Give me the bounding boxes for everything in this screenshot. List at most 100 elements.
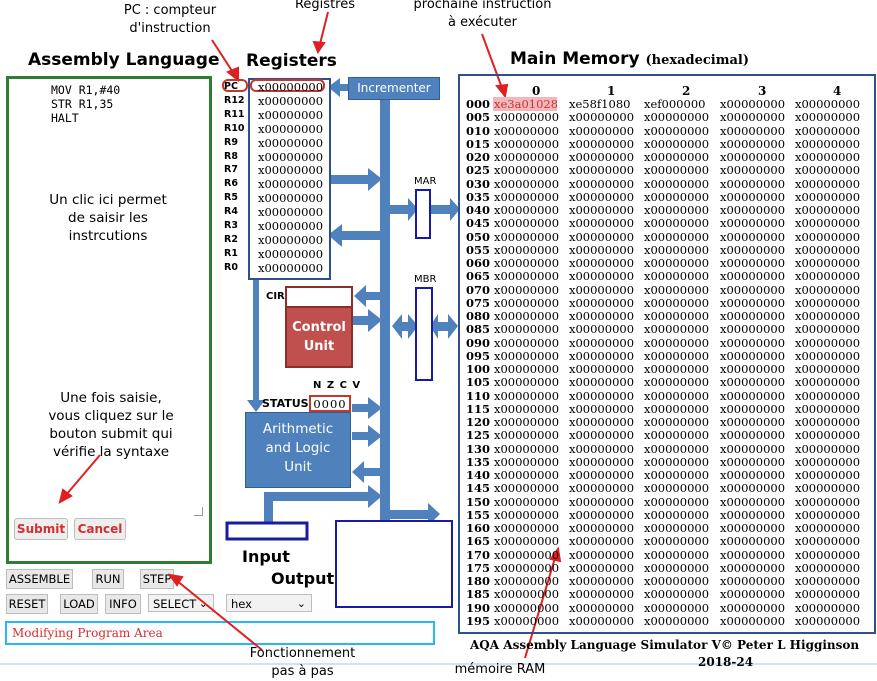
assemble-button[interactable]: ASSEMBLE [6, 569, 73, 589]
mar-box [415, 189, 431, 239]
memory-cell: x00000000 [644, 574, 710, 588]
register-label: R10 [224, 122, 245, 134]
memory-cell: x00000000 [644, 401, 710, 416]
input-label: Input [242, 547, 290, 566]
cancel-button[interactable]: Cancel [74, 518, 126, 540]
memory-highlight-cell [493, 97, 557, 111]
memory-row-address: 055 [466, 242, 491, 257]
left-arrow-icon [354, 285, 366, 307]
submit-annotation-line2: vous cliquez sur le [48, 408, 174, 424]
submit-button[interactable]: Submit [14, 518, 68, 540]
memory-cell: x00000000 [644, 454, 710, 469]
registers-panel [248, 78, 331, 280]
memory-cell: x00000000 [494, 110, 560, 125]
format-dropdown[interactable]: hex⌄ [226, 594, 312, 612]
memory-cell: x00000000 [720, 454, 786, 469]
memory-cell: x00000000 [795, 242, 861, 257]
memory-row-address: 150 [466, 494, 491, 509]
editor-click-annotation: Un clic ici permet de saisir les instrcu… [23, 191, 193, 245]
right-arrow-icon [448, 314, 458, 339]
output-box [335, 520, 453, 608]
memory-cell: x00000000 [795, 574, 861, 588]
memory-cell: x00000000 [569, 534, 635, 549]
memory-cell: x00000000 [569, 176, 635, 191]
bus-to-alu [362, 468, 380, 476]
register-label: R8 [224, 150, 238, 162]
memory-cell: x00000000 [795, 547, 861, 562]
memory-cell: x00000000 [494, 454, 560, 469]
memory-cell: x00000000 [644, 468, 710, 482]
load-button[interactable]: LOAD [60, 594, 98, 614]
memory-cell: x00000000 [644, 110, 710, 125]
memory-cell: x00000000 [494, 587, 560, 602]
run-button[interactable]: RUN [92, 569, 124, 589]
memory-cell: x00000000 [644, 415, 710, 429]
memory-row-address: 030 [466, 176, 491, 191]
memory-cell: x00000000 [795, 560, 861, 575]
memory-cell: x00000000 [795, 507, 861, 522]
click-annotation-line1: Un clic ici permet [49, 192, 167, 208]
annotation-arrow-ram [524, 557, 556, 659]
memory-row-address: 050 [466, 229, 491, 244]
memory-row-address: 120 [466, 415, 491, 429]
left-arrow-icon [430, 314, 438, 339]
memory-row-address: 035 [466, 189, 491, 204]
main-memory-panel [458, 74, 876, 634]
memory-cell: x00000000 [795, 123, 861, 138]
memory-cell: x00000000 [569, 348, 635, 363]
control-unit-line2: Unit [303, 339, 335, 354]
resize-handle-icon[interactable] [194, 507, 203, 516]
memory-cell: x00000000 [795, 534, 861, 549]
step-annotation-line2: pas à pas [271, 664, 334, 679]
cir-label: CIR [266, 291, 285, 302]
memory-cell: x00000000 [569, 216, 635, 231]
memory-cell: x00000000 [569, 150, 635, 164]
memory-cell: x00000000 [494, 295, 560, 310]
info-button[interactable]: INFO [105, 594, 141, 614]
memory-row-address: 100 [466, 362, 491, 376]
right-arrow-icon [450, 198, 460, 221]
assembly-editor[interactable]: MOV R1,#40 STR R1,35 HALT Un clic ici pe… [6, 76, 212, 564]
memory-cell: x00000000 [644, 163, 710, 178]
register-label: R3 [224, 220, 238, 231]
memory-cell: x00000000 [720, 256, 786, 270]
memory-cell: x00000000 [569, 415, 635, 429]
memory-cell: x00000000 [494, 534, 560, 549]
assembly-code[interactable]: MOV R1,#40 STR R1,35 HALT [51, 83, 121, 125]
memory-cell: xef000000 [644, 97, 706, 111]
memory-cell: x00000000 [494, 468, 560, 482]
output-label: Output [271, 569, 335, 588]
memory-cell: x00000000 [494, 401, 560, 416]
assembly-heading: Assembly Language [28, 50, 220, 70]
bus-to-mbr [400, 322, 410, 331]
memory-column-header: 0 [532, 84, 541, 98]
memory-cell: x00000000 [644, 242, 710, 257]
step-button[interactable]: STEP [140, 569, 174, 589]
register-label: R12 [224, 94, 245, 106]
memory-column-header: 1 [607, 84, 616, 98]
down-arrow-icon [247, 400, 265, 412]
memory-cell: x00000000 [494, 441, 560, 456]
memory-cell: x00000000 [720, 613, 786, 628]
memory-cell: x00000000 [569, 362, 635, 376]
memory-cell: x00000000 [720, 401, 786, 416]
memory-row-address: 005 [466, 110, 491, 125]
status-label: STATUS [262, 397, 309, 410]
input-box[interactable] [225, 521, 309, 541]
memory-cell: x00000000 [494, 309, 560, 323]
memory-cell: x00000000 [644, 216, 710, 231]
memory-cell: x00000000 [795, 189, 861, 204]
right-arrow-icon [408, 314, 418, 339]
mar-label: MAR [414, 176, 437, 187]
memory-cell: x00000000 [569, 521, 635, 535]
memory-cell: x00000000 [569, 587, 635, 602]
step-annotation: Fonctionnement pas à pas [240, 645, 365, 681]
memory-cell: x00000000 [720, 560, 786, 575]
memory-cell: x00000000 [720, 150, 786, 164]
register-label: R0 [224, 261, 238, 273]
memory-cell: x00000000 [494, 494, 560, 509]
reset-button[interactable]: RESET [6, 594, 48, 614]
memory-row-address: 155 [466, 507, 491, 522]
memory-cell: x00000000 [720, 388, 786, 403]
message-area: Modifying Program Area [5, 621, 435, 645]
